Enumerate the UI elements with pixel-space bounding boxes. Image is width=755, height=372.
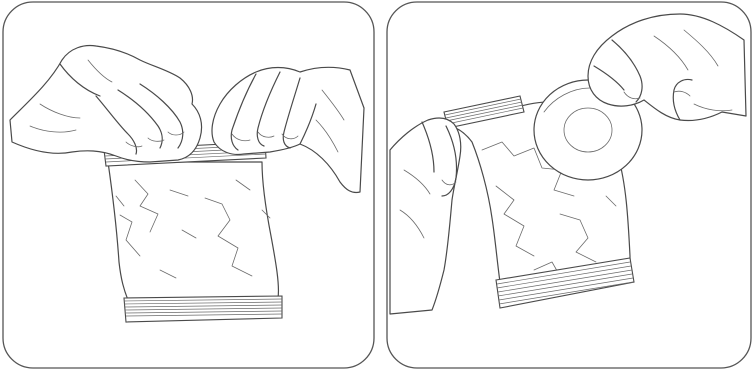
panel-tear-open-pouch bbox=[0, 0, 380, 372]
pouch-bottom-seal bbox=[124, 296, 282, 322]
panel-remove-disc bbox=[384, 0, 755, 372]
pouch bbox=[104, 142, 282, 322]
